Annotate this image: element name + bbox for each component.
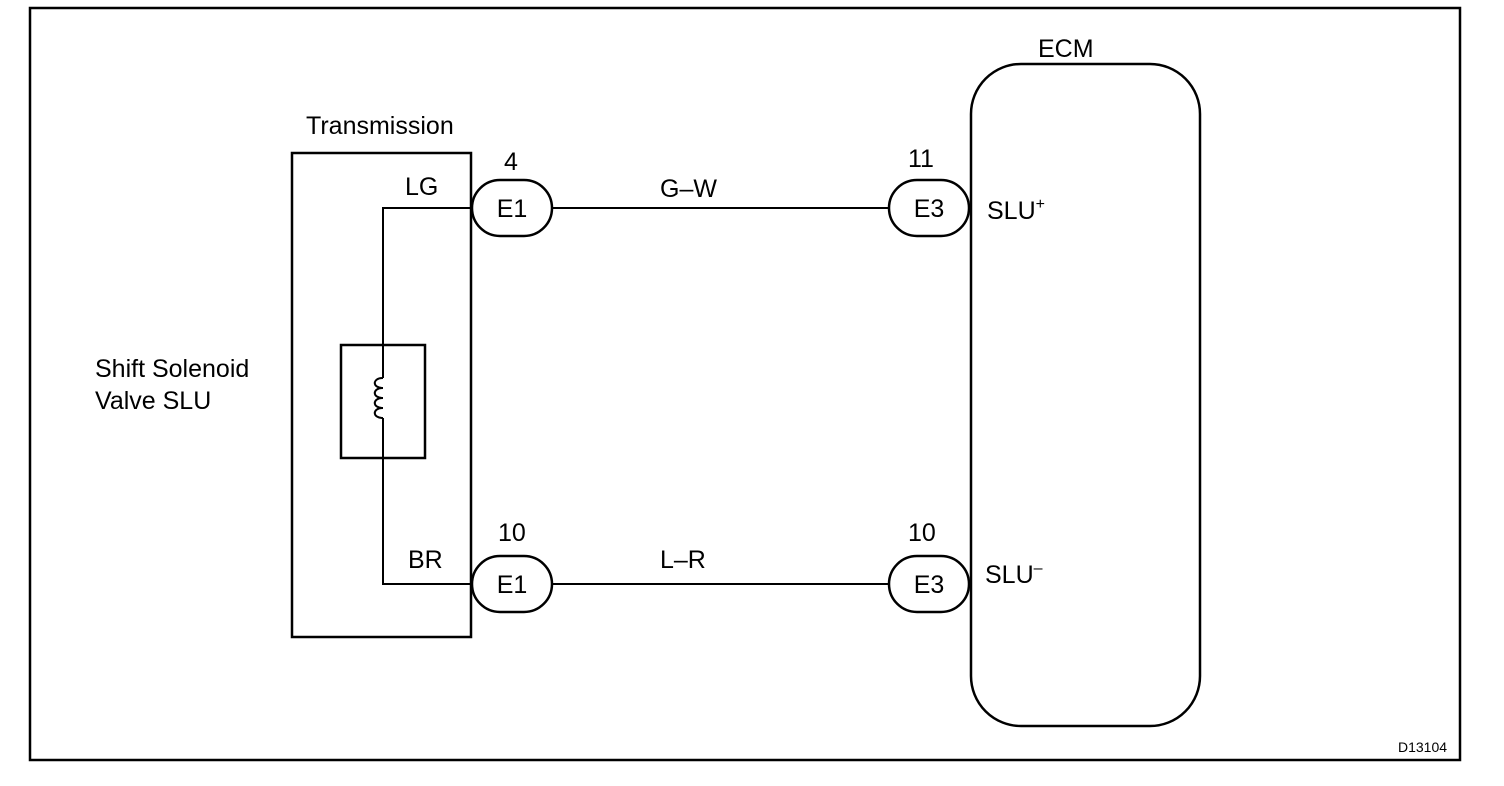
solenoid-label-line1: Shift Solenoid [95,355,249,383]
transmission-pin-upper-label: LG [405,173,438,201]
ecm-title: ECM [1038,35,1094,63]
connector-e1-upper-pin: 4 [504,148,518,176]
connector-e3-upper [887,178,971,238]
transmission-internal-wire-upper [382,207,472,345]
transmission-pin-lower-label: BR [408,546,443,574]
connector-e1-lower [470,554,554,614]
connector-e1-lower-pin: 10 [498,519,526,547]
connector-e3-upper-pin: 11 [908,145,934,173]
transmission-title: Transmission [306,112,454,140]
solenoid-label-line2: Valve SLU [95,387,211,415]
reference-code: D13104 [1398,739,1447,755]
transmission-box [290,151,473,639]
transmission-internal-wire-lower [382,458,472,585]
connector-e3-upper-label: E3 [914,195,945,223]
solenoid-coil-icon [373,377,384,419]
connector-e1-upper-label: E1 [497,195,528,223]
ecm-box [969,62,1202,728]
wire-upper-color-code: G–W [660,175,717,203]
connector-e1-lower-label: E1 [497,571,528,599]
ecm-terminal-lower: SLU– [985,560,1043,589]
wire-lower-color-code: L–R [660,546,706,574]
connector-e3-lower-pin: 10 [908,519,936,547]
connector-e3-lower-label: E3 [914,571,945,599]
connector-e3-lower [887,554,971,614]
diagram-frame [28,6,1462,762]
connector-e1-upper [470,178,554,238]
ecm-terminal-upper: SLU+ [987,196,1045,225]
